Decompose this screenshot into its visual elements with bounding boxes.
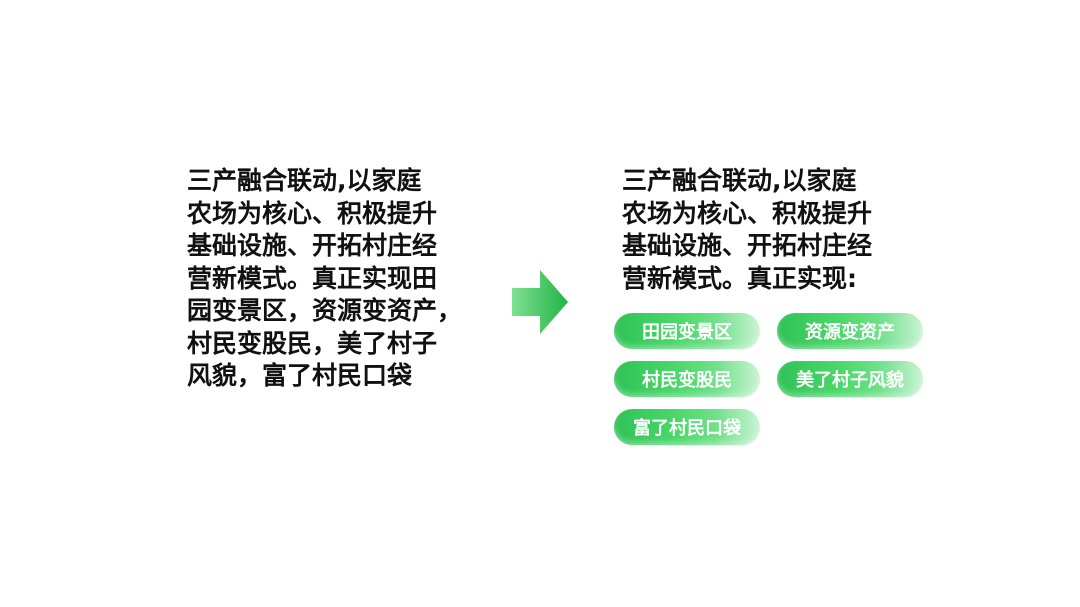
left-line: 三产融合联动,以家庭 — [187, 166, 422, 195]
left-line: 村民变股民，美了村子 — [187, 328, 438, 358]
pill-tag: 富了村民口袋 — [614, 409, 760, 445]
left-line: 农场为核心、积极提升 — [187, 198, 438, 228]
left-line: 园变景区，资源变资产， — [187, 296, 463, 325]
left-line: 基础设施、开拓村庄经 — [187, 231, 438, 260]
right-paragraph: 三产融合联动,以家庭 农场为核心、积极提升 基础设施、开拓村庄经 营新模式。真正… — [622, 165, 922, 295]
pill-tag: 资源变资产 — [777, 313, 923, 349]
left-line: 营新模式。真正实现田 — [187, 263, 438, 293]
right-line: 基础设施、开拓村庄经 — [622, 231, 873, 260]
pill-tag: 田园变景区 — [614, 313, 760, 349]
pill-tag: 美了村子风貌 — [777, 361, 923, 397]
right-arrow-icon — [512, 270, 568, 334]
left-paragraph: 三产融合联动,以家庭 农场为核心、积极提升 基础设施、开拓村庄经 营新模式。真正… — [187, 165, 477, 393]
right-line: 营新模式。真正实现: — [622, 263, 857, 293]
right-line: 农场为核心、积极提升 — [622, 198, 873, 228]
left-line: 风貌，富了村民口袋 — [187, 361, 413, 390]
pill-tag: 村民变股民 — [614, 361, 760, 397]
right-line: 三产融合联动,以家庭 — [622, 166, 857, 195]
